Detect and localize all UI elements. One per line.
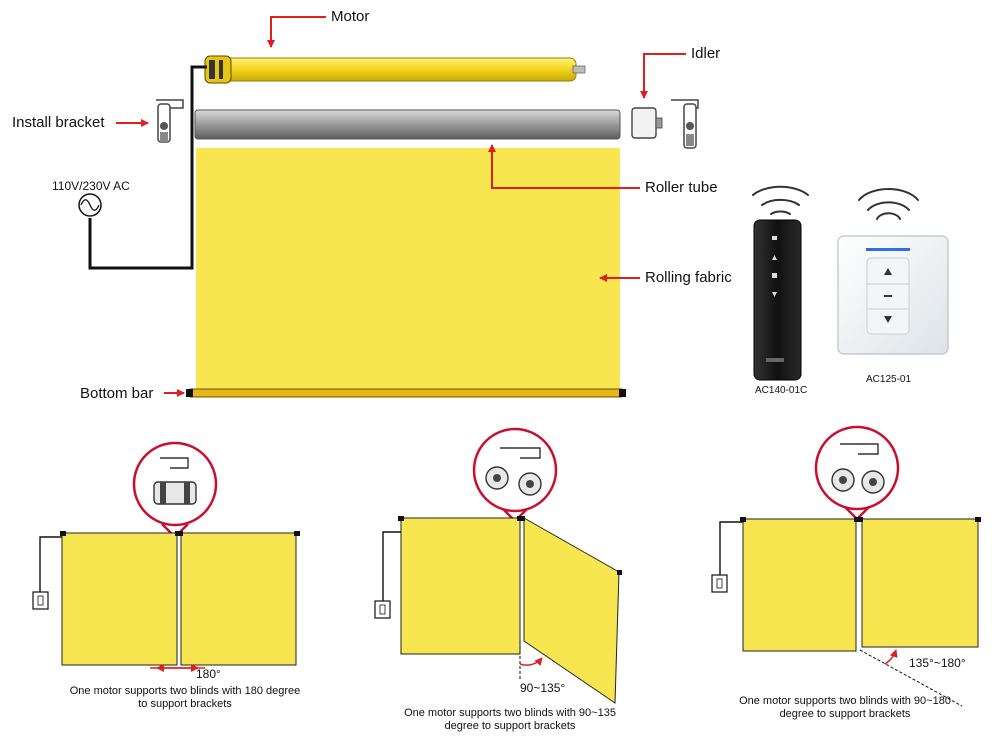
angle-label-1: 180° (196, 667, 221, 681)
install-bracket-label: Install bracket (12, 114, 105, 131)
wall-model-label: AC125-01 (866, 374, 912, 385)
config-90-135 (374, 427, 622, 704)
config-180 (32, 441, 300, 672)
angle-label-2: 90~135° (520, 681, 566, 695)
power-label: 110V/230V AC (52, 179, 130, 193)
config-135-180 (711, 425, 981, 707)
roller-tube-label: Roller tube (645, 179, 718, 196)
signal-icon (858, 187, 919, 220)
ac-source-icon (78, 193, 102, 217)
roller-tube (194, 109, 621, 140)
caption-line-1: One motor supports two blinds with 90~18… (739, 695, 951, 707)
bottom-bar (186, 388, 626, 398)
idler-label: Idler (691, 45, 721, 62)
motor-label: Motor (331, 8, 370, 25)
angle-label-3: 135°~180° (909, 656, 966, 670)
handheld-model-label: AC140-01C (755, 385, 808, 396)
idler-arrow (640, 53, 686, 99)
bottom-bar-label: Bottom bar (80, 385, 154, 402)
signal-icon (752, 185, 809, 215)
right-bracket-icon (671, 99, 699, 149)
caption-config-3: One motor supports two blinds with 90~18… (700, 695, 990, 721)
rolling-fabric (196, 148, 620, 390)
caption-line-1: One motor supports two blinds with 180 d… (69, 685, 301, 697)
motor (204, 55, 586, 84)
left-bracket-icon (156, 99, 184, 143)
power-wire (88, 65, 207, 270)
caption-config-1: One motor supports two blinds with 180 d… (40, 685, 330, 711)
caption-line-2: to support brackets (138, 698, 232, 710)
rolling-fabric-label: Rolling fabric (645, 269, 732, 286)
caption-line-1: One motor supports two blinds with 90~13… (404, 707, 616, 719)
wall-switch (837, 187, 949, 355)
motor-arrow (267, 16, 326, 48)
caption-config-2: One motor supports two blinds with 90~13… (365, 707, 655, 733)
roller-tube-arrow (488, 144, 640, 189)
idler-icon (631, 107, 663, 139)
handheld-remote (752, 185, 809, 381)
caption-line-2: degree to support brackets (444, 720, 576, 732)
caption-line-2: degree to support brackets (779, 708, 911, 720)
